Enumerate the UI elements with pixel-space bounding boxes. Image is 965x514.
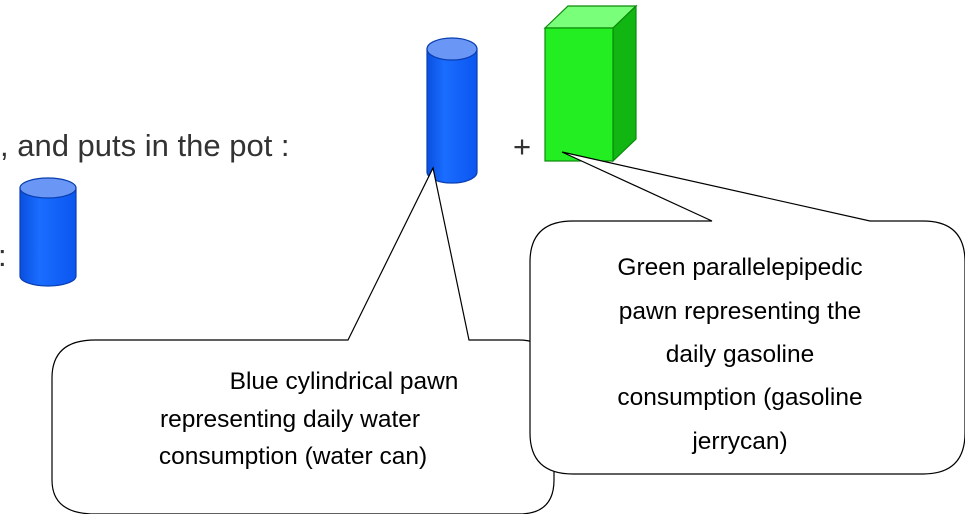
gasoline-callout-line-4: consumption (gasoline bbox=[617, 384, 862, 411]
water-pawn-icon-2 bbox=[19, 177, 77, 287]
gasoline-callout-line-5: jerrycan) bbox=[691, 428, 787, 455]
water-callout-line-3: consumption (water can) bbox=[159, 443, 427, 470]
water-pawn-icon bbox=[426, 37, 478, 184]
gasoline-callout-bubble bbox=[529, 151, 965, 475]
line1-text: , and puts in the pot : bbox=[0, 128, 290, 163]
gasoline-callout-text: Green parallelepipedic pawn representing… bbox=[617, 254, 862, 455]
line2-text: : bbox=[0, 238, 7, 273]
water-callout-text: Blue cylindrical pawn representing daily… bbox=[159, 368, 459, 470]
water-callout-line-2: representing daily water bbox=[160, 406, 420, 433]
gasoline-pawn-icon bbox=[543, 4, 638, 163]
gasoline-callout-line-3: daily gasoline bbox=[666, 341, 814, 368]
water-callout-line-1: Blue cylindrical pawn bbox=[230, 368, 459, 395]
gasoline-callout-line-2: pawn representing the bbox=[619, 298, 861, 325]
gasoline-callout-line-1: Green parallelepipedic bbox=[617, 254, 862, 281]
plus-sign: + bbox=[513, 129, 531, 164]
